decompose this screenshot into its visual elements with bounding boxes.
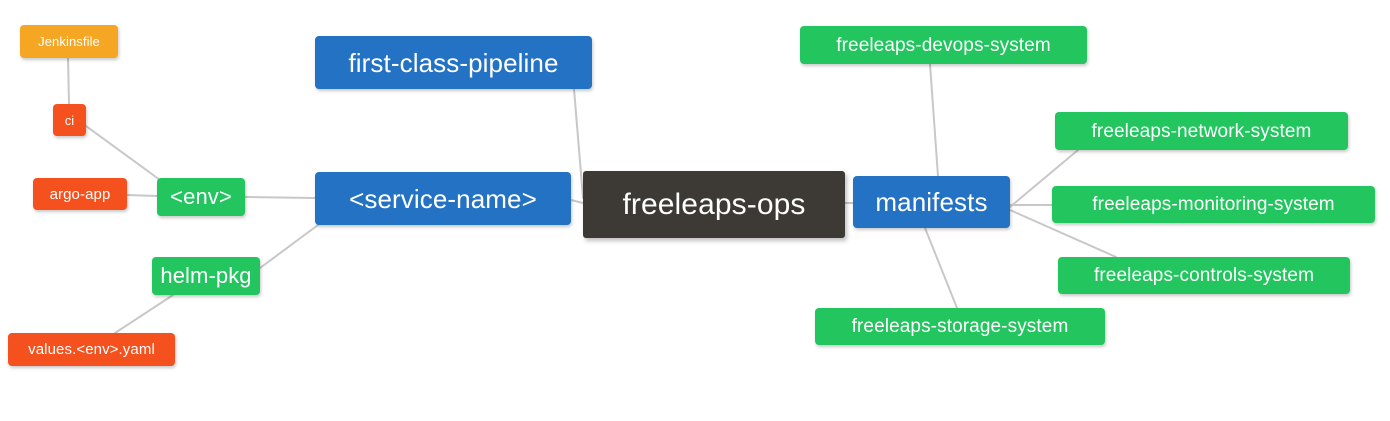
edge-ci-to-jenkinsfile bbox=[67, 57, 70, 105]
mindmap-node-service[interactable]: <service-name> bbox=[315, 172, 571, 225]
edge-manifests-to-storage bbox=[924, 227, 958, 309]
mindmap-node-monitoring[interactable]: freeleaps-monitoring-system bbox=[1052, 186, 1375, 223]
mindmap-node-root[interactable]: freeleaps-ops bbox=[583, 171, 845, 238]
mindmap-node-ci[interactable]: ci bbox=[53, 104, 86, 136]
edge-env-to-argo bbox=[126, 194, 158, 197]
mindmap-node-network[interactable]: freeleaps-network-system bbox=[1055, 112, 1348, 150]
edge-service-to-helm bbox=[259, 224, 319, 269]
mindmap-node-jenkinsfile[interactable]: Jenkinsfile bbox=[20, 25, 118, 58]
mindmap-node-argo[interactable]: argo-app bbox=[33, 178, 127, 210]
edge-service-to-env bbox=[244, 196, 316, 199]
edge-env-to-ci bbox=[85, 125, 161, 181]
edge-helm-to-values bbox=[114, 294, 174, 334]
edge-manifests-to-devops bbox=[929, 63, 939, 177]
edge-root-to-pipeline bbox=[573, 88, 584, 199]
mindmap-node-pipeline[interactable]: first-class-pipeline bbox=[315, 36, 592, 89]
mindmap-node-helm[interactable]: helm-pkg bbox=[152, 257, 260, 295]
mindmap-node-storage[interactable]: freeleaps-storage-system bbox=[815, 308, 1105, 345]
mindmap-node-values[interactable]: values.<env>.yaml bbox=[8, 333, 175, 366]
mindmap-node-controls[interactable]: freeleaps-controls-system bbox=[1058, 257, 1350, 294]
edge-root-to-service bbox=[570, 199, 584, 204]
mindmap-node-devops[interactable]: freeleaps-devops-system bbox=[800, 26, 1087, 64]
mindmap-node-env[interactable]: <env> bbox=[157, 178, 245, 216]
mindmap-node-manifests[interactable]: manifests bbox=[853, 176, 1010, 228]
